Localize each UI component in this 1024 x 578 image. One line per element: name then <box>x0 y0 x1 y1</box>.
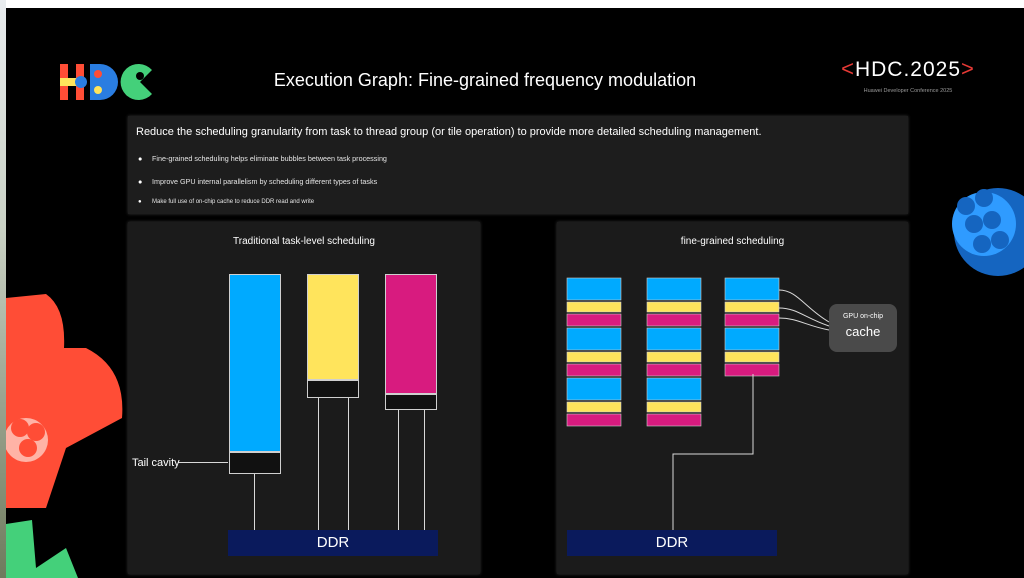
tile-block <box>566 351 622 363</box>
slide-title: Execution Graph: Fine-grained frequency … <box>273 70 697 90</box>
decor-red-flower <box>6 294 123 508</box>
ddr-connector <box>398 410 399 530</box>
tail-cavity-block <box>229 452 281 474</box>
tile-block <box>724 301 780 313</box>
bullet-text: Make full use of on-chip cache to reduce… <box>152 199 315 205</box>
tile-block <box>646 401 702 413</box>
tile-block <box>646 327 702 351</box>
tile-block <box>646 363 702 377</box>
brand-logo: <HDC.2025> <box>836 56 980 82</box>
task-block-magenta <box>385 274 437 394</box>
task-block-yellow <box>307 274 359 380</box>
task-tail-block <box>385 394 437 410</box>
tile-block <box>724 277 780 301</box>
tile-block <box>646 301 702 313</box>
tile-block <box>566 377 622 401</box>
tail-cavity-pointer <box>178 462 228 463</box>
bullet-text: Improve GPU internal parallelism by sche… <box>152 177 378 186</box>
tile-block <box>566 413 622 427</box>
task-block-blue <box>229 274 281 452</box>
cache-label-big: cache <box>845 324 881 339</box>
tail-cavity-label: Tail cavity <box>132 457 180 469</box>
decor-green-shape <box>6 520 78 578</box>
bullet-dot: ● <box>138 154 143 163</box>
traditional-scheduling-title: Traditional task-level scheduling <box>233 236 375 247</box>
background-edge <box>0 0 6 578</box>
brand-name: HDC.2025 <box>854 58 962 81</box>
tile-block <box>724 351 780 363</box>
tile-block <box>566 313 622 327</box>
fine-grained-scheduling-panel: fine-grained scheduling GPU on-chip cach… <box>557 222 908 574</box>
ddr-memory-bar: DDR <box>228 530 438 556</box>
cache-link <box>778 289 830 323</box>
tile-block <box>566 401 622 413</box>
decorative-shapes <box>6 64 1024 578</box>
bullet-item: ● Make full use of on-chip cache to reduc… <box>138 199 314 205</box>
tile-block <box>566 301 622 313</box>
tile-block <box>566 277 622 301</box>
fine-grained-diagram <box>566 277 830 530</box>
bullet-dot: ● <box>138 199 142 205</box>
brand-subtitle: Huawei Developer Conference 2025 <box>863 88 953 94</box>
hdc-logo-icon <box>60 64 152 100</box>
fine-grained-scheduling-title: fine-grained scheduling <box>680 236 785 247</box>
tile-block <box>646 377 702 401</box>
task-tail-block <box>307 380 359 398</box>
cache-link <box>778 317 830 331</box>
tile-block <box>724 363 780 377</box>
tile-block <box>646 351 702 363</box>
ddr-connector <box>424 410 425 530</box>
intro-headline: Reduce the scheduling granularity from t… <box>136 126 762 138</box>
brand-left-chevron: < <box>841 56 855 81</box>
bullet-dot: ● <box>138 177 143 186</box>
bullet-item: ● Improve GPU internal parallelism by sch… <box>138 177 377 186</box>
gpu-cache-box: GPU on-chip cache <box>829 304 897 352</box>
ddr-connector <box>348 398 349 530</box>
tile-block <box>646 313 702 327</box>
tile-block <box>646 277 702 301</box>
intro-panel: Reduce the scheduling granularity from t… <box>128 116 908 214</box>
cache-link <box>778 307 830 327</box>
ddr-memory-bar: DDR <box>567 530 777 556</box>
brand-right-chevron: > <box>961 56 975 81</box>
ddr-connector <box>672 374 754 530</box>
traditional-scheduling-panel: Traditional task-level scheduling DDR <box>128 222 480 574</box>
tile-block <box>724 327 780 351</box>
tile-block <box>646 413 702 427</box>
bullet-item: ● Fine-grained scheduling helps eliminate… <box>138 154 387 163</box>
decor-blue-circle <box>952 188 1024 276</box>
cache-label-small: GPU on-chip <box>842 313 884 320</box>
tile-block <box>566 327 622 351</box>
ddr-connector <box>254 474 255 530</box>
ddr-connector <box>318 398 319 530</box>
tile-block <box>724 313 780 327</box>
bullet-text: Fine-grained scheduling helps eliminate … <box>152 154 387 163</box>
tile-block <box>566 363 622 377</box>
